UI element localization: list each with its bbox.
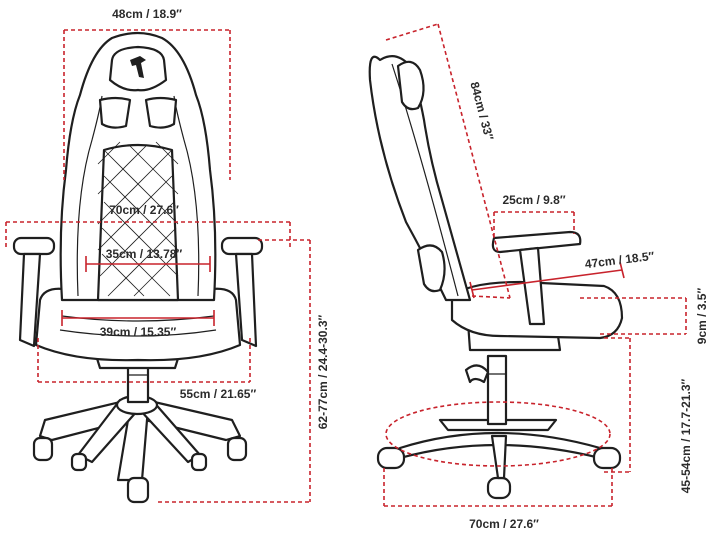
arozzi-logo-icon [130,56,146,78]
total-height-label: 62-77cm / 24.4-30.3″ [316,315,330,430]
seat-height-label: 45-54cm / 17.7-21.3″ [679,379,693,494]
front-chair-illustration [12,31,264,504]
armrest-adjust-label: 9cm / 3.5″ [695,288,709,345]
armrest-depth-label: 25cm / 9.8″ [502,193,565,207]
side-dimension-lines [383,23,687,507]
front-dimension-lines [5,29,311,503]
side-chair-illustration [368,55,624,500]
base-diameter-label: 70cm / 27.6″ [469,517,539,531]
backrest-width-label: 35cm / 13.78″ [106,247,183,261]
armrest-width-label: 70cm / 27.6″ [109,203,179,217]
seat-depth-label: 47cm / 18.5″ [584,249,655,271]
backrest-height-label: 84cm / 33″ [467,80,496,142]
seat-width-label: 39cm / 15.35″ [100,325,177,339]
top-width-label: 48cm / 18.9″ [112,7,182,21]
front-dimension-labels: 48cm / 18.9″ 70cm / 27.6″ 35cm / 13.78″ … [100,7,330,429]
base-width-label: 55cm / 21.65″ [180,387,257,401]
